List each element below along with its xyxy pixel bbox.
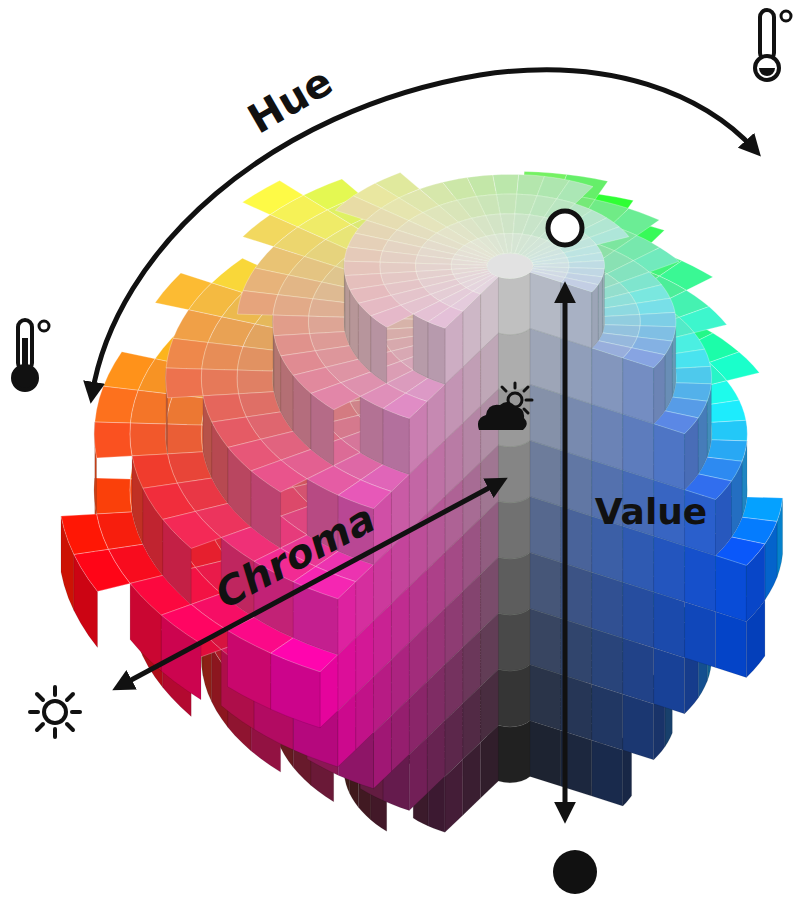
cut-face-cell (530, 496, 561, 562)
cut-face-cell (654, 536, 685, 602)
color-cell (94, 478, 132, 514)
color-cell (308, 316, 345, 333)
color-cell (163, 511, 221, 548)
color-cell (589, 227, 629, 245)
color-cell (273, 295, 313, 317)
color-cell (309, 299, 348, 317)
color-cell (94, 422, 132, 458)
chroma-arrow (120, 482, 500, 686)
color-cell (166, 338, 208, 369)
color-cell (636, 298, 675, 314)
color-cell (201, 369, 238, 396)
color-cell (711, 420, 748, 441)
cut-face-cell (654, 592, 685, 658)
cut-face-cell (654, 424, 685, 490)
value-arrow (563, 290, 568, 815)
cut-face-cell (592, 740, 623, 806)
color-cell (380, 251, 418, 263)
cut-face-cell (685, 546, 716, 612)
color-cell (428, 307, 463, 329)
color-cell (416, 255, 453, 264)
color-cell (371, 305, 413, 327)
thermometer-cool-icon (755, 10, 791, 80)
color-cell (383, 393, 427, 418)
color-cell (237, 347, 278, 372)
hue-arrow (92, 70, 755, 395)
cloud-sun-icon (478, 383, 532, 430)
cut-face-cell (592, 684, 623, 750)
color-cell (493, 174, 519, 194)
cut-face-cell (592, 348, 623, 414)
outer-face-cell (428, 322, 445, 384)
color-solid-cells (61, 171, 783, 832)
cut-face-cell (716, 612, 747, 678)
color-cell (61, 514, 108, 555)
color-cell (344, 261, 380, 275)
color-cell (273, 315, 310, 336)
color-cell (166, 394, 208, 425)
thermometer-warm-icon (13, 320, 49, 390)
cut-face-cell (685, 602, 716, 668)
cut-face-cell (623, 414, 654, 480)
color-cell (640, 312, 676, 326)
outer-face-cell (383, 409, 409, 475)
outer-face-cell (598, 277, 602, 341)
color-cell (132, 454, 177, 488)
cut-face-cell (623, 582, 654, 648)
black-circle-symbol (553, 850, 597, 894)
white-circle-symbol (548, 211, 582, 245)
cut-face-cell (623, 526, 654, 592)
outer-face-cell (413, 314, 428, 378)
color-cell (202, 343, 243, 371)
cut-face-cell (716, 556, 747, 622)
cut-face-cell (592, 628, 623, 694)
color-cell (74, 549, 130, 591)
color-cell (530, 271, 565, 283)
cut-face-cell (530, 720, 561, 786)
cut-face-cell (592, 404, 623, 470)
cut-face-cell (592, 572, 623, 638)
color-cell (251, 460, 307, 492)
color-cell (161, 604, 227, 643)
cut-face-cell (530, 608, 561, 674)
color-cell (130, 423, 168, 456)
cut-face-cell (654, 648, 685, 714)
color-cell (237, 291, 278, 316)
cut-face-cell (530, 440, 561, 506)
color-cell (311, 383, 360, 410)
color-cell (344, 247, 382, 262)
cut-face-cell (623, 358, 654, 424)
color-cell (166, 424, 203, 454)
color-cell (604, 315, 640, 326)
color-cell (675, 366, 712, 383)
cut-face-cell (530, 272, 561, 338)
value-label: Value (595, 494, 708, 530)
color-cell (166, 368, 203, 398)
cut-face-cell (623, 694, 654, 760)
color-cell (237, 370, 274, 394)
cut-face-cell (530, 664, 561, 730)
cut-face-cell (530, 384, 561, 450)
color-cell (670, 349, 710, 368)
cut-face-cell (530, 328, 561, 394)
color-cell (569, 261, 605, 269)
hue-label: Hue (241, 60, 338, 139)
color-cell (561, 278, 598, 293)
color-cell (623, 348, 665, 368)
outer-face-cell (592, 285, 598, 348)
sun-icon (30, 687, 80, 737)
chroma-label: Chroma (209, 498, 381, 615)
cut-face-cell (530, 552, 561, 618)
cut-face-cell (623, 638, 654, 704)
color-cell (473, 276, 498, 294)
